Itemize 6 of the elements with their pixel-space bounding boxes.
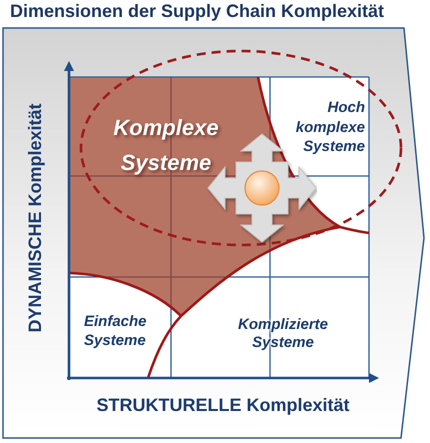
region-label: Hoch komplexe Systeme — [294, 98, 367, 156]
region-label: Komplexe Systeme — [111, 110, 221, 180]
axis-label: STRUKTURELLE Komplexität — [96, 395, 350, 415]
axis-label: DYNAMISCHE Komplexität — [25, 103, 45, 333]
region-label: Einfache Systeme — [82, 312, 149, 350]
title: Dimensionen der Supply Chain Komplexität — [10, 1, 384, 21]
